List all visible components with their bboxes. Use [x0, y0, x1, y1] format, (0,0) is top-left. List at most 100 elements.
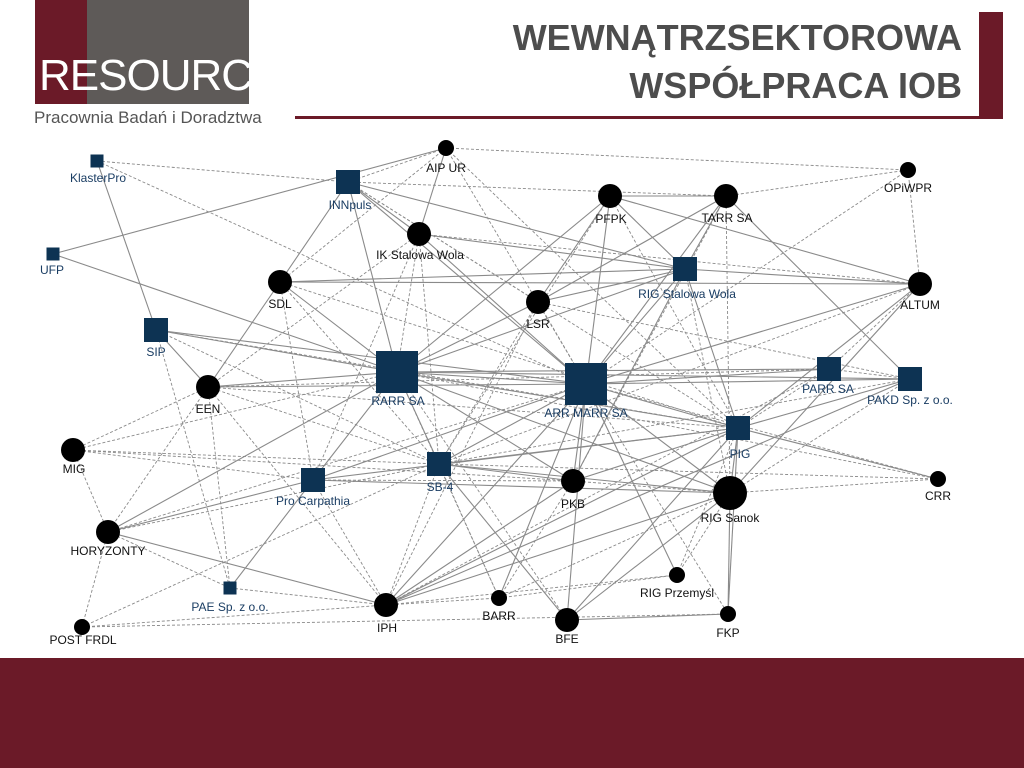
- edge-MIG-ProCarp: [72, 449, 314, 481]
- node-label-pig: PIG: [730, 447, 751, 461]
- node-label-een: EEN: [196, 402, 221, 416]
- edge-ARRMARR-PIG: [585, 383, 739, 429]
- edge-RIGSanok-BARR: [498, 492, 731, 599]
- edges-layer: [52, 147, 939, 628]
- node-rigsanok: [713, 476, 747, 510]
- node-pig: [726, 416, 750, 440]
- edge-INNpuls-SDL: [279, 181, 349, 283]
- edge-INNpuls-RARR: [347, 181, 398, 373]
- edge-PIG-ProCarp: [312, 427, 739, 481]
- edge-PAKD-RIGSanok: [729, 378, 911, 494]
- edge-ARRMARR-PAKD: [585, 378, 911, 385]
- edge-POST-SB4: [81, 463, 440, 628]
- edge-IK-ARRMARR: [418, 233, 587, 385]
- footer-band: [0, 658, 1024, 768]
- edge-RIGSW-ALTUM: [684, 268, 921, 285]
- node-label-tarr: TARR SA: [701, 211, 752, 225]
- edge-SIP-SB4: [155, 329, 440, 465]
- edge-SB4-IPH: [385, 463, 440, 606]
- node-label-bfe: BFE: [555, 632, 578, 646]
- edge-CRR-RIGSanok: [729, 478, 939, 494]
- node-label-pakd: PAKD Sp. z o.o.: [867, 393, 953, 407]
- edge-IPH-BARR: [385, 597, 500, 606]
- node-label-sdl: SDL: [268, 297, 292, 311]
- edge-IPH-RIGPrz: [385, 574, 678, 606]
- edge-CRR-SB4: [438, 463, 939, 480]
- logo-grey-block: [87, 0, 249, 104]
- node-label-ufp: UFP: [40, 263, 64, 277]
- node-pae: [223, 581, 237, 595]
- node-iph: [374, 593, 398, 617]
- node-horyz: [96, 520, 120, 544]
- node-lsr: [526, 290, 550, 314]
- edge-HORYZ-IPH: [107, 531, 387, 606]
- edge-TARR-PKB: [572, 195, 727, 482]
- edge-RIGSW-SDL: [279, 268, 686, 283]
- edge-TARR-ARRMARR: [585, 195, 727, 385]
- edge-ARRMARR-HORYZ: [107, 383, 587, 533]
- node-label-post: POST FRDL: [49, 633, 116, 647]
- edge-RIGSW-LSR: [537, 268, 686, 303]
- edge-POST-FKP: [81, 613, 729, 628]
- node-label-crr: CRR: [925, 489, 951, 503]
- edge-MIG-SB4: [72, 449, 440, 465]
- node-pfpk: [598, 184, 622, 208]
- edge-RIGSW-RARR: [396, 268, 686, 373]
- edge-PARR-PIG: [737, 368, 830, 429]
- edge-ALTUM-SB4: [438, 283, 921, 465]
- node-ik: [407, 222, 431, 246]
- node-procarp: [301, 468, 325, 492]
- edge-ALTUM-PIG: [737, 283, 921, 429]
- node-label-ik: IK Stalowa Wola: [376, 248, 464, 262]
- edge-SB4-BFE: [438, 463, 568, 621]
- edge-OPiWPR-ARRMARR: [585, 169, 909, 385]
- node-label-sip: SIP: [146, 345, 165, 359]
- edge-PFPK-RIGSW: [609, 195, 686, 270]
- node-tarr: [714, 184, 738, 208]
- edge-SDL-EEN: [207, 281, 281, 388]
- edge-BARR-RARR: [396, 371, 500, 599]
- node-innpuls: [336, 170, 360, 194]
- edge-PARR-IPH: [385, 368, 830, 606]
- node-crr: [930, 471, 946, 487]
- title-accent-bar: [979, 12, 1003, 119]
- edge-PIG-FKP: [727, 427, 739, 615]
- edge-KlasterPro-INNpuls: [96, 160, 349, 183]
- edge-LSR-IPH: [385, 301, 539, 606]
- edge-ProCarp-IPH: [312, 479, 387, 606]
- edge-LSR-SB4: [438, 301, 539, 465]
- edge-PIG-BFE: [566, 427, 739, 621]
- node-label-altum: ALTUM: [900, 298, 940, 312]
- edge-PKB-IPH: [385, 480, 574, 606]
- node-klasterpro: [90, 154, 104, 168]
- edge-BFE-FKP: [566, 613, 729, 621]
- edge-IK-ALTUM: [418, 233, 921, 285]
- node-label-pfpk: PFPK: [595, 212, 626, 226]
- edge-PFPK-PIG: [609, 195, 739, 429]
- edge-EEN-HORYZ: [107, 386, 209, 533]
- node-label-parr: PARR SA: [802, 382, 854, 396]
- edge-EEN-PIG: [207, 386, 739, 429]
- logo-red-block: [35, 0, 87, 104]
- slide-title: WEWNĄTRZSEKTOROWA WSPÓŁPRACA IOB: [513, 14, 962, 110]
- edge-PFPK-ARRMARR: [585, 195, 611, 385]
- edge-RARR-HORYZ: [107, 371, 398, 533]
- edge-POST-IPH: [81, 604, 387, 628]
- node-barr: [491, 590, 507, 606]
- edge-IK-EEN: [207, 233, 420, 388]
- node-label-rigsw: RIG Stalowa Wola: [638, 287, 736, 301]
- edge-TARR-RIGSanok: [725, 195, 731, 494]
- edge-ProCarp-HORYZ: [107, 479, 314, 533]
- logo-source: SOURCE: [98, 51, 281, 100]
- node-label-sb4: SB-4: [427, 480, 454, 494]
- node-label-iph: IPH: [377, 621, 397, 635]
- node-label-aipur: AIP UR: [426, 161, 466, 175]
- edge-RIGSW-PIG: [684, 268, 739, 429]
- title-underline: [295, 116, 999, 119]
- edge-SB4-PKB: [438, 463, 574, 482]
- edge-PARR-EEN: [207, 368, 830, 388]
- edge-PFPK-LSR: [537, 195, 611, 303]
- edge-PIG-IPH: [385, 427, 739, 606]
- node-label-lsr: LSR: [526, 317, 550, 331]
- edge-HORYZ-PAE: [107, 531, 231, 589]
